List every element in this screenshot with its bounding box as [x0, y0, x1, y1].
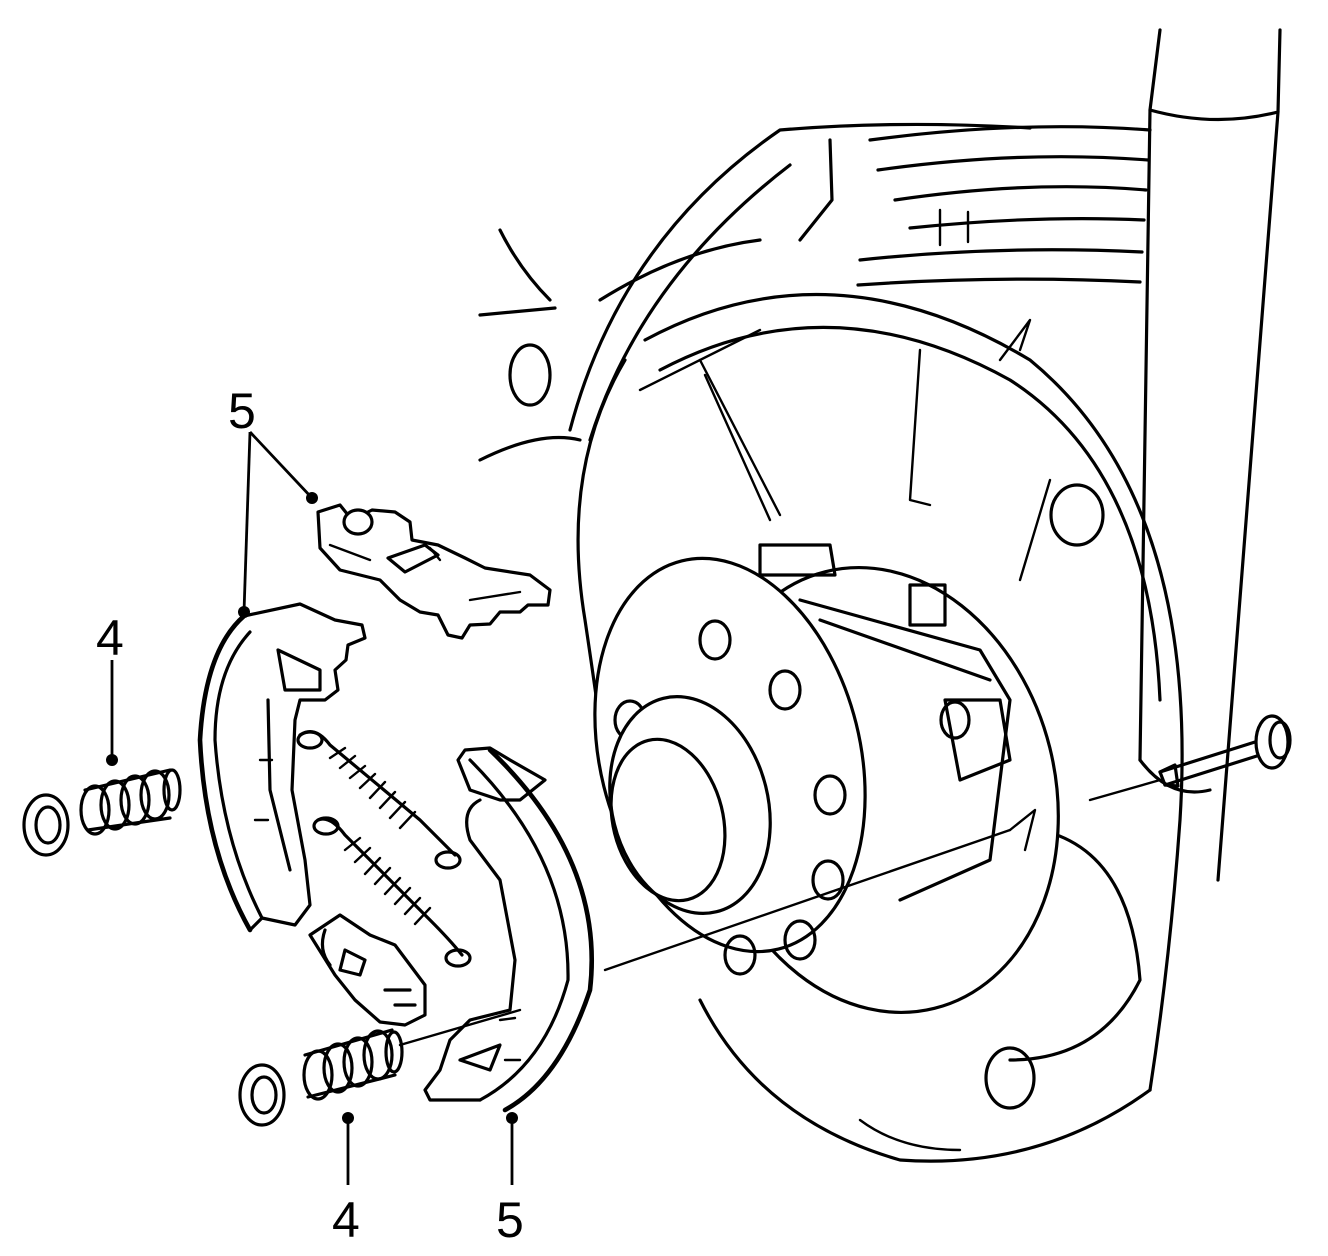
callout-upper-shoe: 5	[228, 383, 256, 439]
wheel-hub	[593, 543, 1060, 1014]
adjuster-unit	[308, 913, 427, 1027]
backing-plate	[576, 293, 1184, 1163]
callout-upper-spring: 4	[96, 610, 124, 666]
return-spring-upper	[296, 730, 462, 870]
callout-leaders	[106, 431, 518, 1185]
return-spring-lower	[312, 816, 472, 968]
spring-cup-upper	[22, 793, 70, 857]
callout-lower-spring: 4	[332, 1192, 360, 1248]
hold-down-spring-lower	[302, 1028, 404, 1101]
mounting-bolt	[1158, 714, 1292, 788]
adjuster-lever	[316, 503, 552, 640]
spring-cup-lower	[238, 1063, 286, 1127]
assembly-lines	[398, 778, 1162, 1047]
callout-lower-shoe: 5	[496, 1192, 524, 1248]
wheel-housing	[478, 122, 1032, 462]
brake-shoe-lower	[423, 746, 595, 1113]
brake-shoe-upper	[197, 602, 367, 933]
hold-down-spring-upper	[79, 768, 182, 836]
suspension-strut	[1138, 28, 1282, 882]
coil-spring	[856, 125, 1152, 287]
